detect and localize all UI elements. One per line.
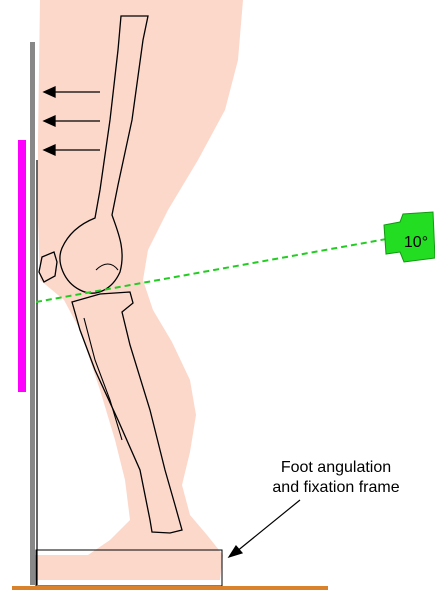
wall-support [30, 42, 35, 585]
frame-pointer-arrow [229, 500, 300, 557]
frame-label-line-1: Foot angulation [281, 459, 391, 476]
angle-label: 10° [404, 234, 428, 251]
frame-label-line-2: and fixation frame [272, 479, 399, 496]
floor-line [12, 586, 328, 590]
detector-cassette [18, 140, 26, 392]
